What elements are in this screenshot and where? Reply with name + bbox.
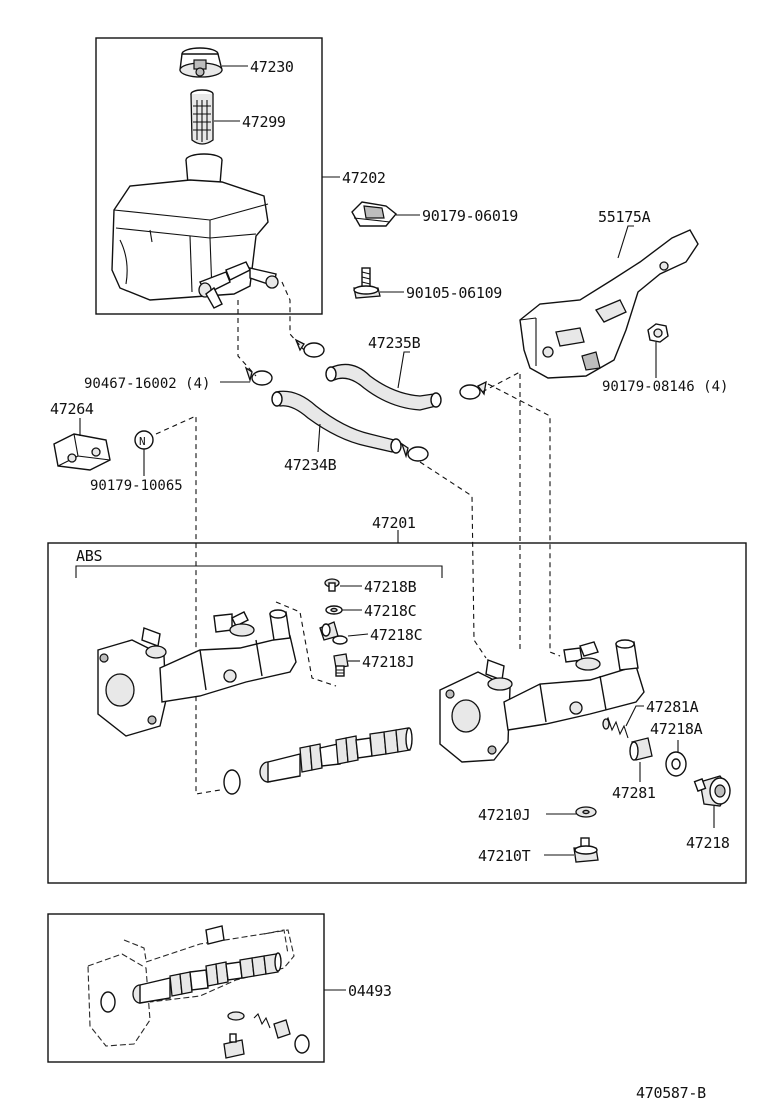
leader-55175a bbox=[617, 225, 634, 259]
hose-47234b[interactable] bbox=[271, 390, 402, 454]
reservoir-cap[interactable] bbox=[179, 47, 223, 78]
master-cylinder-group-box bbox=[47, 542, 747, 884]
label-47264: 47264 bbox=[50, 400, 94, 418]
bolt-47218b[interactable] bbox=[324, 578, 340, 592]
label-abs: ABS bbox=[76, 547, 102, 565]
repair-kit-box bbox=[47, 913, 325, 1063]
washer-47218c-2[interactable] bbox=[332, 635, 348, 645]
washer-47218c-1[interactable] bbox=[325, 605, 343, 615]
label-04493: 04493 bbox=[348, 982, 392, 1000]
label-47201: 47201 bbox=[372, 514, 416, 532]
leader-47281a bbox=[625, 705, 644, 727]
hose-clip-1[interactable] bbox=[294, 338, 325, 358]
repair-kit-ghost-cylinder bbox=[87, 929, 295, 1047]
piston-47281[interactable] bbox=[629, 737, 653, 761]
n-marker: N bbox=[139, 435, 146, 448]
master-cylinder[interactable] bbox=[439, 639, 645, 763]
label-47202: 47202 bbox=[342, 169, 386, 187]
hose-47235b[interactable] bbox=[325, 363, 442, 411]
label-47299: 47299 bbox=[242, 113, 286, 131]
grommet-90179-06019[interactable] bbox=[351, 201, 397, 227]
label-90179-06019: 90179-06019 bbox=[422, 207, 518, 225]
piston-assembly[interactable] bbox=[223, 727, 413, 795]
reservoir-strainer[interactable] bbox=[190, 89, 214, 145]
leader-47235b bbox=[397, 351, 410, 389]
label-47234b: 47234B bbox=[284, 456, 337, 474]
connector-47264[interactable] bbox=[53, 433, 111, 471]
label-47281a: 47281A bbox=[646, 698, 699, 716]
label-47218c-2: 47218C bbox=[370, 626, 422, 644]
label-47235b: 47235B bbox=[368, 334, 421, 352]
label-90179-08146: 90179-08146 (4) bbox=[602, 379, 728, 395]
gasket-47210j[interactable] bbox=[575, 806, 597, 818]
nut-90179-08146[interactable] bbox=[647, 323, 669, 343]
bracket-55175a[interactable] bbox=[519, 229, 699, 379]
label-90467-16002: 90467-16002 (4) bbox=[84, 376, 210, 392]
label-55175a: 55175A bbox=[598, 208, 651, 226]
abs-master-cylinder[interactable] bbox=[97, 609, 297, 737]
label-47210j: 47210J bbox=[478, 806, 530, 824]
bolt-90105-06109[interactable] bbox=[353, 267, 381, 299]
repair-kit-pistons[interactable] bbox=[100, 925, 310, 1059]
connection-dashes bbox=[155, 281, 561, 795]
hose-clip-2[interactable] bbox=[244, 366, 273, 386]
plug-47218[interactable] bbox=[693, 775, 731, 807]
label-90179-10065: 90179-10065 bbox=[90, 478, 183, 494]
reservoir-outlet-pipes[interactable] bbox=[198, 261, 279, 309]
label-47281: 47281 bbox=[612, 784, 656, 802]
reservoir-group-box bbox=[95, 37, 323, 315]
abs-bracket bbox=[75, 565, 443, 578]
bolt-47210t[interactable] bbox=[573, 837, 599, 863]
leader-47218c-2 bbox=[347, 633, 369, 637]
abs-parts-dash bbox=[275, 601, 337, 687]
spring-47281a[interactable] bbox=[602, 716, 629, 739]
label-47218: 47218 bbox=[686, 834, 730, 852]
reservoir-tank[interactable] bbox=[111, 153, 269, 301]
label-47218a: 47218A bbox=[650, 720, 703, 738]
label-47218c-1: 47218C bbox=[364, 602, 416, 620]
label-47218b: 47218B bbox=[364, 578, 417, 596]
gasket-47218a[interactable] bbox=[665, 751, 687, 777]
label-47210t: 47210T bbox=[478, 847, 531, 865]
hose-clip-4[interactable] bbox=[400, 442, 429, 462]
hose-clip-3[interactable] bbox=[459, 380, 487, 400]
leader-47234b bbox=[317, 423, 321, 453]
label-47218j: 47218J bbox=[362, 653, 414, 671]
diagram-id: 470587-B bbox=[636, 1084, 706, 1102]
label-47230: 47230 bbox=[250, 58, 294, 76]
part-90179-10065[interactable]: N bbox=[134, 430, 154, 450]
label-90105-06109: 90105-06109 bbox=[406, 284, 502, 302]
bolt-47218j[interactable] bbox=[333, 653, 349, 677]
